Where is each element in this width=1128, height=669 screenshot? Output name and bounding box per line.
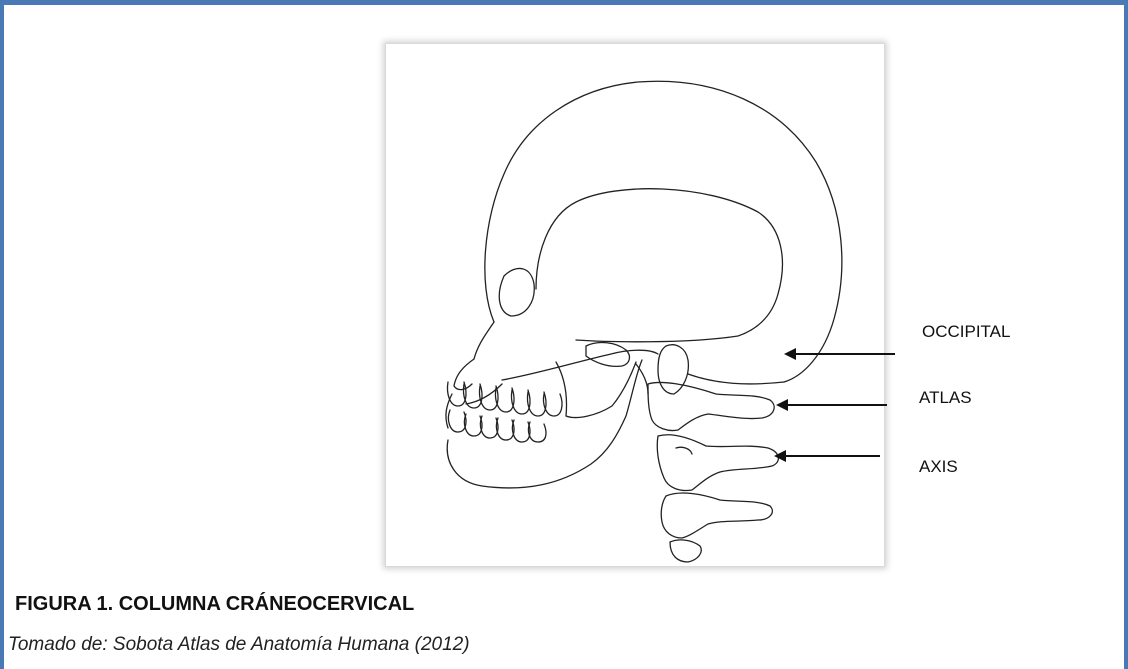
occipital-base — [688, 374, 784, 384]
axis-detail — [676, 447, 692, 454]
skull-drawing — [386, 44, 886, 568]
atlas-arrow — [772, 391, 892, 421]
lower-teeth — [448, 410, 546, 442]
occipital-label: OCCIPITAL — [922, 322, 1010, 342]
atlas-vertebra — [648, 382, 774, 430]
cranium-outline — [485, 81, 842, 382]
mandible-ramus — [556, 362, 636, 418]
occipital-arrow — [780, 340, 900, 370]
axis-vertebra — [657, 435, 778, 491]
axis-arrow — [770, 442, 886, 472]
temporal-fossa — [536, 189, 782, 342]
axis-label: AXIS — [919, 457, 958, 477]
orbit — [499, 268, 534, 316]
atlas-label: ATLAS — [919, 388, 972, 408]
brow-line — [474, 322, 494, 359]
skull-illustration — [385, 43, 885, 567]
c4-vertebra — [670, 540, 701, 562]
upper-teeth — [447, 382, 562, 416]
mastoid — [658, 345, 688, 394]
figure-caption-title: FIGURA 1. COLUMNA CRÁNEOCERVICAL — [15, 593, 414, 616]
figure-caption-source: Tomado de: Sobota Atlas de Anatomía Huma… — [8, 634, 470, 656]
c3-vertebra — [661, 493, 772, 538]
styloid — [636, 364, 648, 394]
